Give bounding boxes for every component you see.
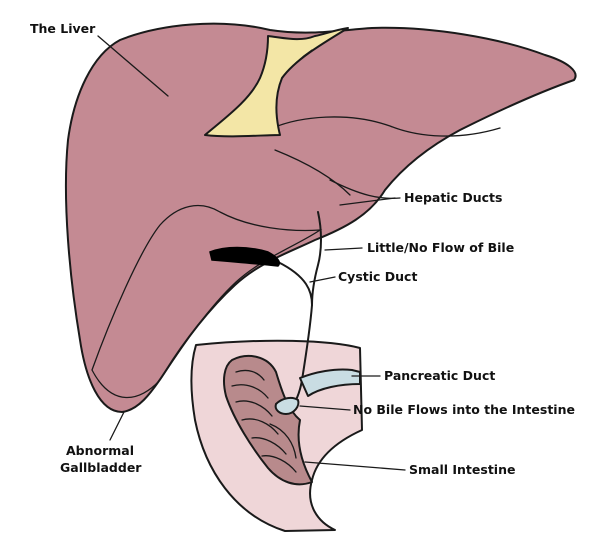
pancreatic-duct-shape (299, 368, 361, 397)
blocked-bile (209, 246, 280, 267)
leader-liver (97, 35, 169, 97)
leader-gallbladder (109, 411, 125, 441)
bile-ducts (209, 211, 361, 415)
intestine-lumen (223, 355, 313, 486)
label-bile-flow: Little/No Flow of Bile (367, 240, 514, 255)
leader-hepatic (339, 197, 396, 206)
leader-intestine (304, 461, 406, 471)
liver-outline (64, 22, 577, 413)
labels: The Liver Hepatic Ducts Little/No Flow o… (30, 21, 575, 477)
label-no-bile: No Bile Flows into the Intestine (353, 402, 575, 417)
label-cystic-duct: Cystic Duct (338, 269, 417, 284)
leader-no-bile (299, 405, 351, 411)
cystic-duct (277, 261, 313, 306)
label-gallbladder-line1: Abnormal (66, 443, 134, 458)
duct-papilla (274, 396, 300, 415)
label-liver: The Liver (30, 21, 96, 36)
leader-lines (97, 35, 406, 471)
ligament (204, 27, 349, 138)
label-small-intestine: Small Intestine (409, 462, 515, 477)
label-pancreatic-duct: Pancreatic Duct (384, 368, 495, 383)
leader-cystic (309, 276, 336, 283)
label-gallbladder-line2: Gallbladder (60, 460, 142, 475)
label-hepatic-ducts: Hepatic Ducts (404, 190, 502, 205)
leader-bile-flow (324, 247, 363, 251)
liver (64, 22, 577, 413)
